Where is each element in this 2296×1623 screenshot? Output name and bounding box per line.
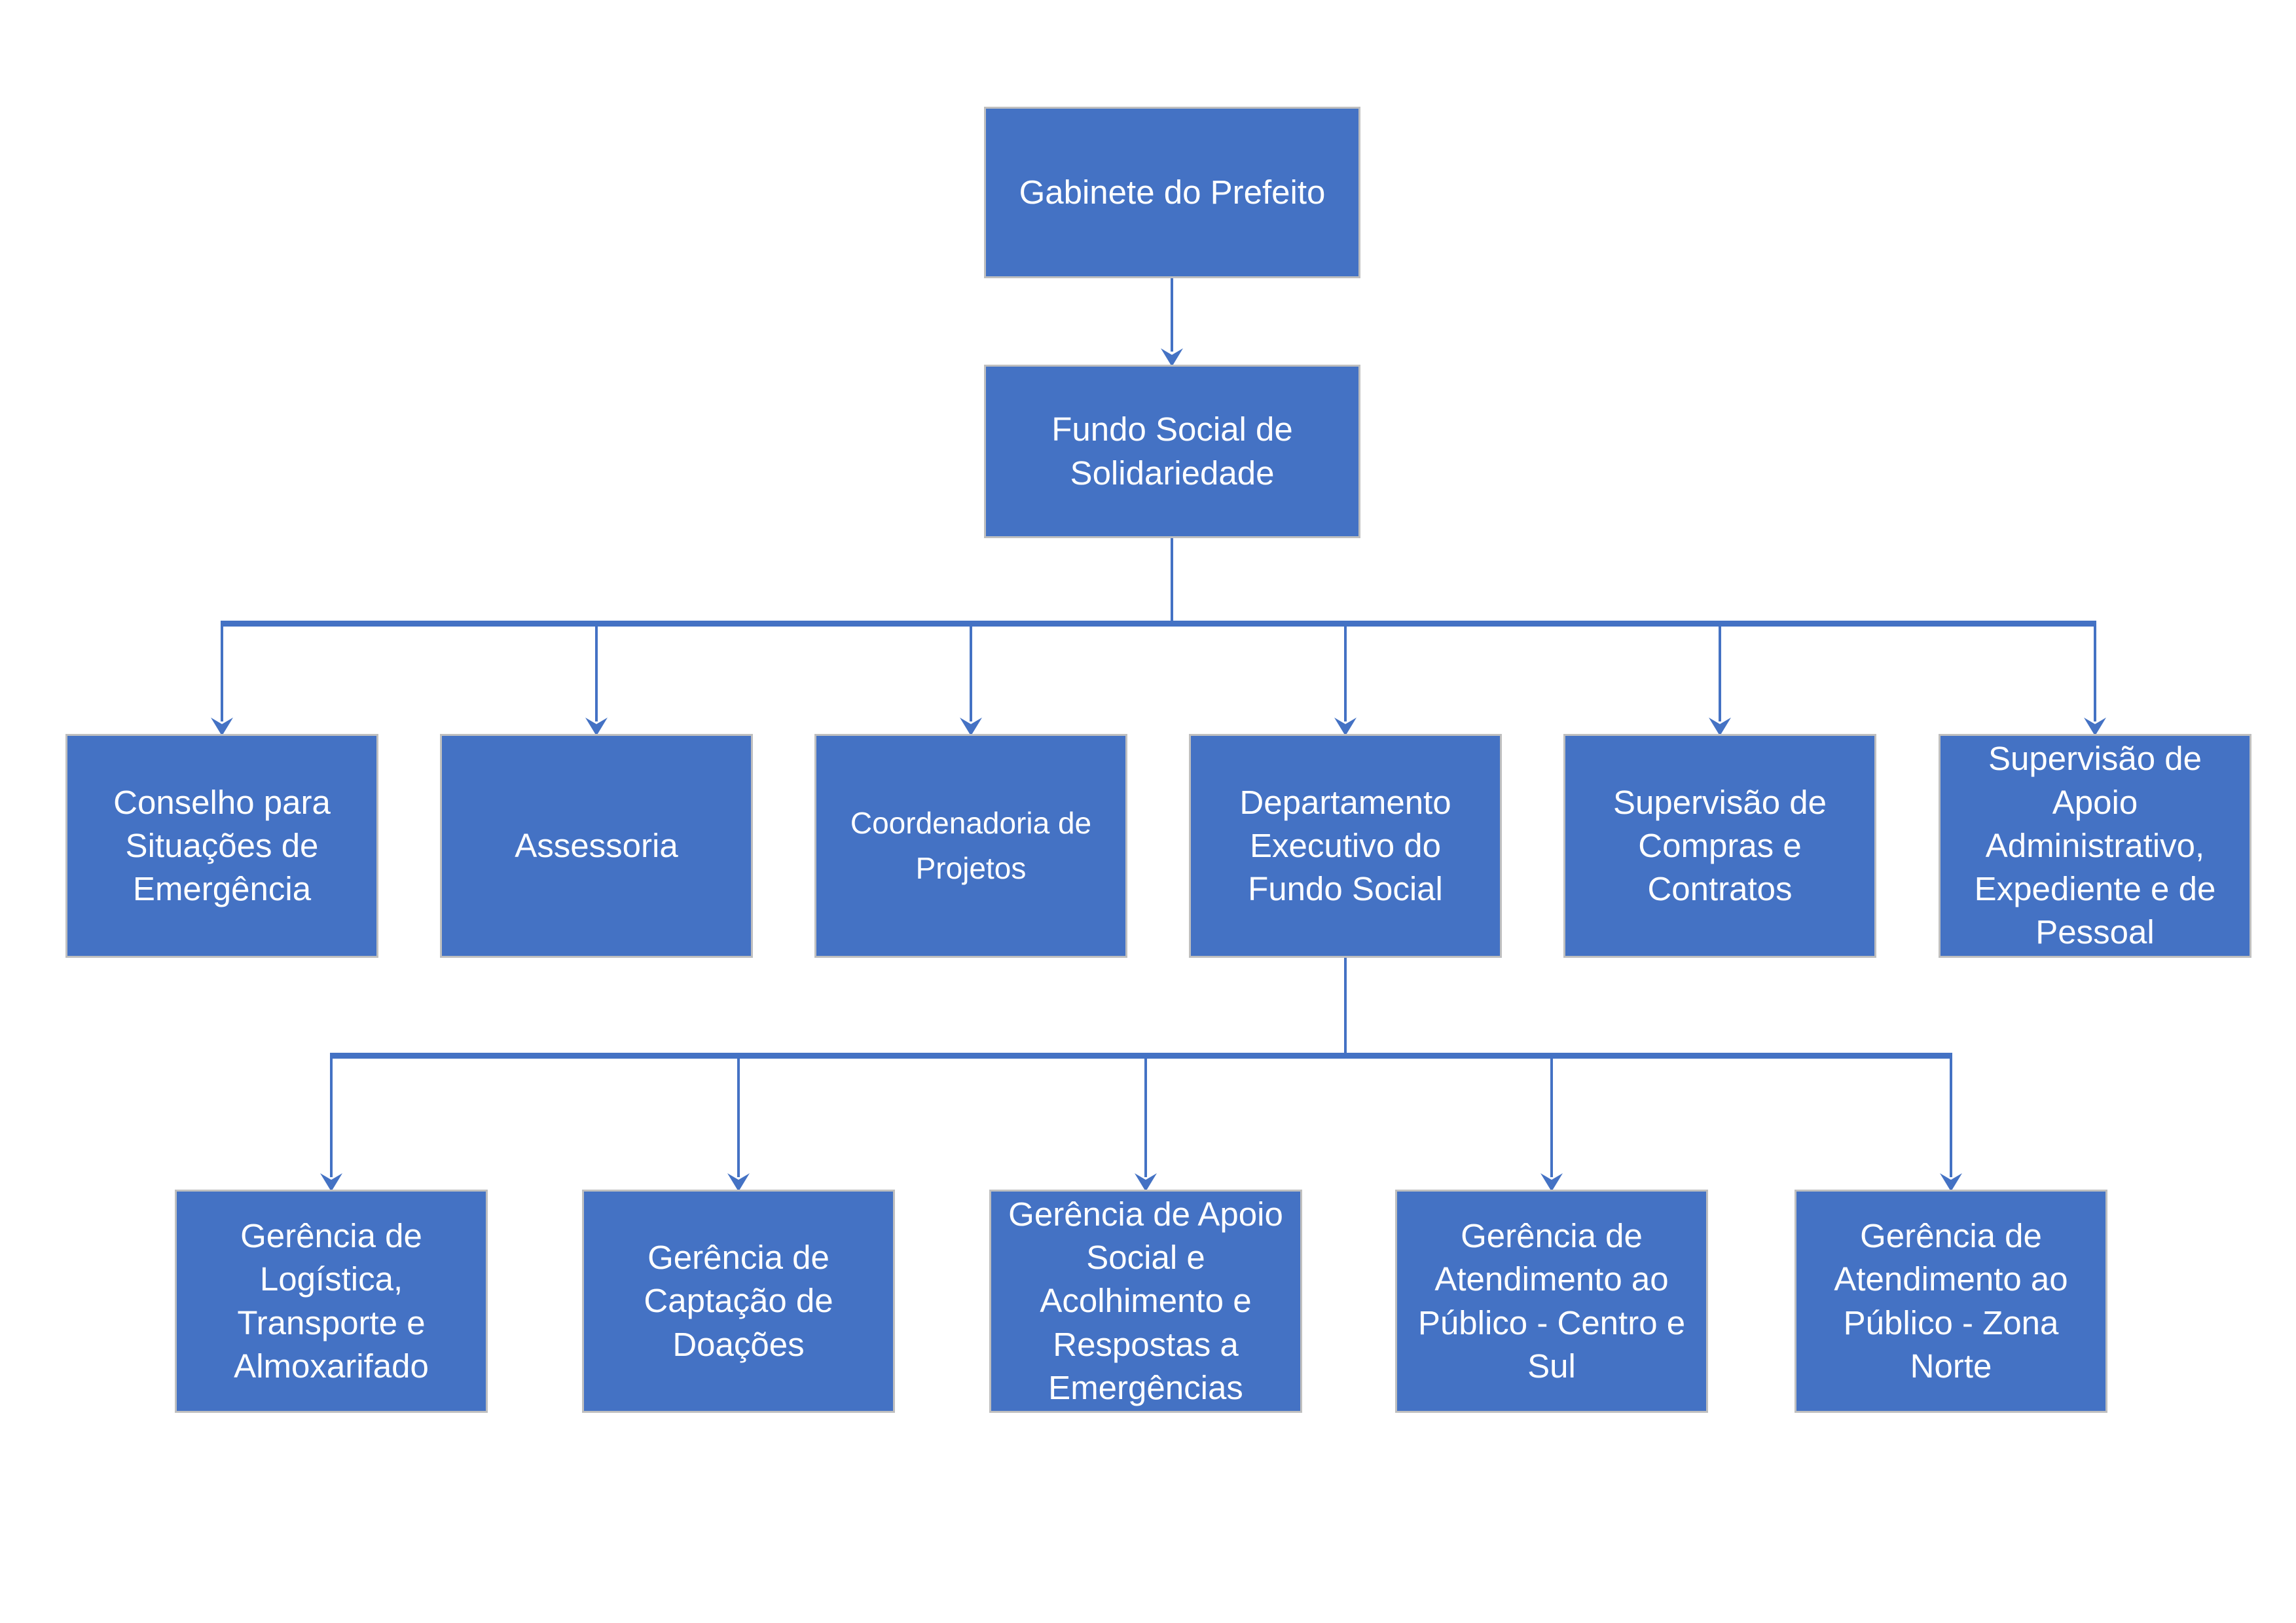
org-node-gerencia-atendimento-centro-sul: Gerência de Atendimento ao Público - Cen…: [1395, 1190, 1708, 1413]
org-node-fundo-social: Fundo Social de Solidariedade: [984, 365, 1360, 538]
connector-drop-atendimento-zona-norte: [1950, 1055, 1952, 1177]
connector-root-to-fund-line: [1171, 278, 1173, 352]
arrow-down-icon: [1540, 1173, 1563, 1192]
connector-drop-conselho: [221, 623, 223, 721]
connector-level3-bar: [221, 621, 2096, 627]
connector-drop-logistica: [330, 1055, 333, 1177]
connector-drop-captacao: [737, 1055, 740, 1177]
org-node-coordenadoria-projetos: Coordenadoria de Projetos: [814, 734, 1127, 958]
org-node-gerencia-apoio-social: Gerência de Apoio Social e Acolhimento e…: [989, 1190, 1302, 1413]
org-node-gerencia-logistica: Gerência de Logística, Transporte e Almo…: [175, 1190, 488, 1413]
org-node-label: Fundo Social de Solidariedade: [1051, 410, 1293, 492]
arrow-down-icon: [1334, 718, 1357, 736]
org-node-label: Gerência de Atendimento ao Público - Cen…: [1417, 1216, 1686, 1385]
org-node-gerencia-atendimento-zona-norte: Gerência de Atendimento ao Público - Zon…: [1795, 1190, 2107, 1413]
connector-drop-supervisao-compras: [1719, 623, 1721, 721]
org-node-label: Supervisão de Compras e Contratos: [1613, 783, 1827, 908]
arrow-down-icon: [1161, 348, 1183, 367]
arrow-down-icon: [727, 1173, 750, 1192]
connector-fund-stem-line: [1171, 538, 1173, 624]
org-node-gabinete-do-prefeito: Gabinete do Prefeito: [984, 107, 1360, 278]
org-node-label: Conselho para Situações de Emergência: [113, 783, 331, 908]
org-node-assessoria: Assessoria: [440, 734, 753, 958]
arrow-down-icon: [1135, 1173, 1157, 1192]
org-node-departamento-executivo: Departamento Executivo do Fundo Social: [1189, 734, 1502, 958]
org-node-gerencia-captacao-doacoes: Gerência de Captação de Doações: [582, 1190, 895, 1413]
org-node-label: Assessoria: [515, 826, 678, 864]
connector-departamento-stem-line: [1344, 958, 1347, 1056]
org-node-label: Supervisão de Apoio Administrativo, Expe…: [1974, 740, 2216, 951]
org-node-label: Departamento Executivo do Fundo Social: [1239, 783, 1451, 908]
arrow-down-icon: [960, 718, 982, 736]
arrow-down-icon: [585, 718, 608, 736]
org-node-label: Gerência de Logística, Transporte e Almo…: [234, 1216, 429, 1385]
connector-drop-assessoria: [595, 623, 598, 721]
connector-drop-apoio-social: [1144, 1055, 1147, 1177]
org-node-supervisao-apoio-administrativo: Supervisão de Apoio Administrativo, Expe…: [1939, 734, 2251, 958]
arrow-down-icon: [1709, 718, 1731, 736]
connector-drop-departamento: [1344, 623, 1347, 721]
arrow-down-icon: [320, 1173, 342, 1192]
org-node-label: Gerência de Apoio Social e Acolhimento e…: [1008, 1195, 1283, 1406]
org-node-supervisao-compras: Supervisão de Compras e Contratos: [1563, 734, 1876, 958]
arrow-down-icon: [2084, 718, 2106, 736]
connector-drop-atendimento-centro-sul: [1550, 1055, 1553, 1177]
connector-drop-supervisao-apoio: [2094, 623, 2096, 721]
connector-drop-coordenadoria: [970, 623, 972, 721]
arrow-down-icon: [211, 718, 233, 736]
org-node-label: Gerência de Captação de Doações: [644, 1239, 833, 1363]
org-node-label: Gerência de Atendimento ao Público - Zon…: [1834, 1216, 2068, 1385]
org-node-label: Gabinete do Prefeito: [1019, 173, 1326, 211]
connector-level4-bar: [330, 1053, 1952, 1059]
arrow-down-icon: [1940, 1173, 1962, 1192]
org-node-conselho-emergencia: Conselho para Situações de Emergência: [65, 734, 378, 958]
org-node-label: Coordenadoria de Projetos: [850, 806, 1092, 885]
